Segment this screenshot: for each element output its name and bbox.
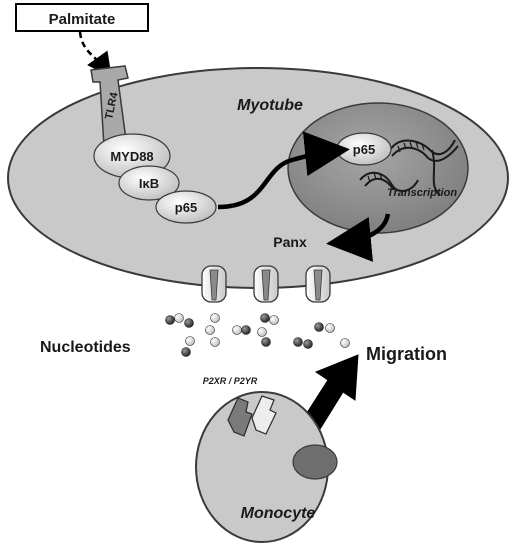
p2xr-receptor — [227, 397, 253, 437]
palmitate-box — [15, 3, 149, 32]
p65-cytoplasm-protein — [155, 190, 217, 224]
p2yr-receptor — [251, 395, 277, 435]
p65-cytoplasm-label: p65 — [175, 200, 197, 215]
myotube-label: Myotube — [237, 97, 303, 114]
pannexin-channel — [305, 265, 331, 303]
pannexin-channels — [201, 265, 331, 303]
tlr4-label: TLR4 — [103, 90, 121, 120]
palmitate-label: Palmitate — [49, 11, 116, 28]
monocyte-label: Monocyte — [241, 505, 316, 522]
receptors-label: P2XR / P2YR — [203, 376, 258, 386]
p65-nucleus-label: p65 — [353, 142, 375, 157]
palmitate-arrow — [78, 31, 112, 79]
monocyte-nucleus — [292, 444, 338, 480]
nucleotide-dots — [165, 313, 350, 357]
myotube-nucleus — [287, 102, 469, 234]
nucleotides-label: Nucleotides — [40, 339, 131, 356]
myd88-label: MYD88 — [110, 149, 153, 164]
pannexin-channel — [201, 265, 227, 303]
dna-rungs — [367, 141, 425, 183]
ikb-protein — [118, 165, 180, 201]
panx-label: Panx — [273, 234, 307, 250]
translocation-arrow — [217, 131, 350, 210]
panx-arrow — [326, 213, 391, 262]
ikb-label: IκB — [139, 176, 159, 191]
transcription-label: Transcription — [387, 187, 457, 199]
migration-label: Migration — [366, 344, 447, 364]
p2-receptors — [227, 395, 277, 437]
pannexin-channel — [253, 265, 279, 303]
dna-strand — [359, 139, 459, 196]
